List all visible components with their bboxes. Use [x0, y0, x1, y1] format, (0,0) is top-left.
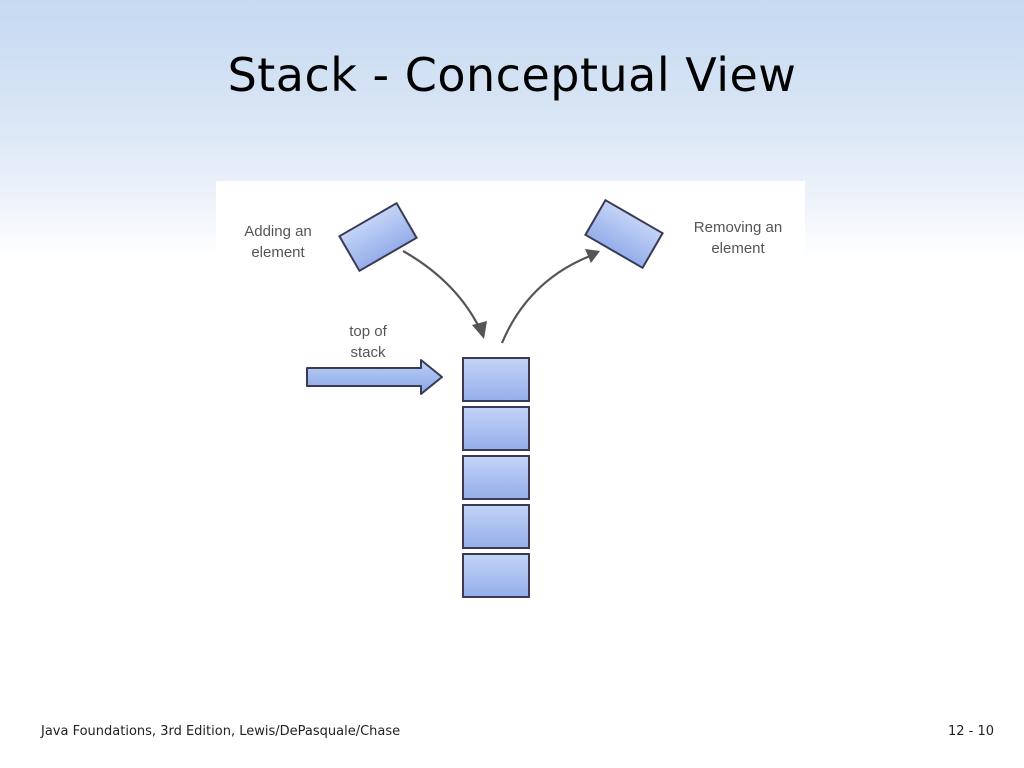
stack-element [462, 455, 530, 500]
stack-diagram-drawing [306, 198, 664, 598]
stack-element [462, 553, 530, 598]
removing-element-label: Removing an element [693, 219, 783, 257]
stack-element [462, 406, 530, 451]
stack-elements [462, 357, 530, 598]
removing-element-box [584, 198, 664, 270]
top-of-stack-arrow-icon [306, 359, 443, 395]
adding-element-label: Adding an element [244, 223, 312, 261]
stack-diagram: Adding an element Removing an element to… [216, 181, 805, 621]
stack-element [462, 504, 530, 549]
stack-element [462, 357, 530, 402]
top-of-stack-label: top of stack [349, 323, 387, 361]
footer-source: Java Foundations, 3rd Edition, Lewis/DeP… [41, 724, 401, 739]
page-number: 12 - 10 [947, 724, 994, 739]
push-arrowhead-icon [472, 321, 487, 339]
pop-arrowhead-icon [585, 249, 600, 263]
slide-title: Stack - Conceptual View [227, 48, 797, 102]
pop-arrow [500, 254, 591, 344]
adding-element-box [338, 201, 418, 273]
push-arrow [402, 250, 481, 330]
